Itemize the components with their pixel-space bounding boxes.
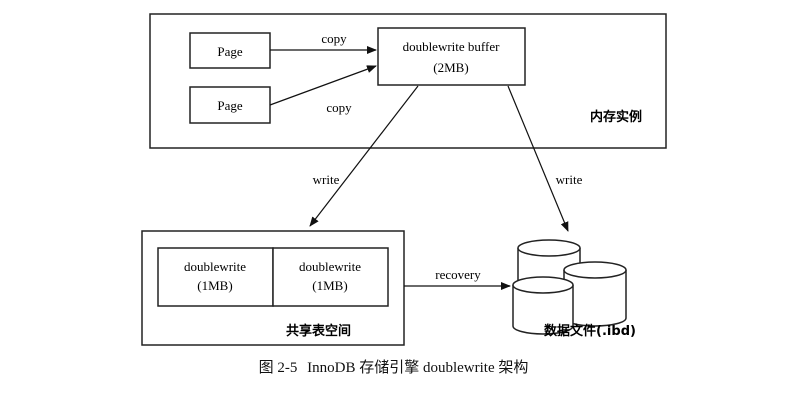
figure-number: 图 2-5 [258, 360, 298, 376]
cylinder-front [512, 276, 574, 335]
doublewrite-cell-2 [272, 247, 389, 307]
shared-tablespace-box [141, 230, 405, 346]
copy-label-2: copy [326, 100, 352, 115]
doublewrite-cell-1-size: (1MB) [197, 278, 232, 293]
doublewrite-cell-1-label: doublewrite [184, 259, 246, 274]
doublewrite-buffer-size: (2MB) [433, 60, 468, 75]
figure-caption: 图 2-5 InnoDB 存储引擎 doublewrite 架构 [0, 356, 787, 377]
figure-title: InnoDB 存储引擎 doublewrite 架构 [307, 360, 529, 376]
data-files-label: 数据文件(.ibd) [544, 323, 636, 339]
page-box-1 [189, 32, 271, 69]
recovery-label: recovery [435, 267, 481, 282]
page-box-2 [189, 86, 271, 124]
page-1-label: Page [217, 44, 243, 59]
write-arrow-right [507, 85, 569, 232]
page-2-label: Page [217, 98, 243, 113]
copy-arrow-2 [269, 65, 377, 106]
doublewrite-buffer-box [377, 27, 526, 86]
write-arrow-left [309, 85, 419, 227]
database-cylinders-icon [512, 239, 627, 335]
memory-instance-label: 内存实例 [590, 109, 642, 125]
write-label-left: write [313, 172, 340, 187]
doublewrite-cell-2-size: (1MB) [312, 278, 347, 293]
memory-instance-box [149, 13, 667, 149]
write-label-right: write [556, 172, 583, 187]
doublewrite-cell-2-label: doublewrite [299, 259, 361, 274]
doublewrite-buffer-label: doublewrite buffer [403, 39, 501, 54]
doublewrite-cell-1 [157, 247, 274, 307]
shared-tablespace-label: 共享表空间 [286, 323, 351, 339]
copy-label-1: copy [321, 31, 347, 46]
